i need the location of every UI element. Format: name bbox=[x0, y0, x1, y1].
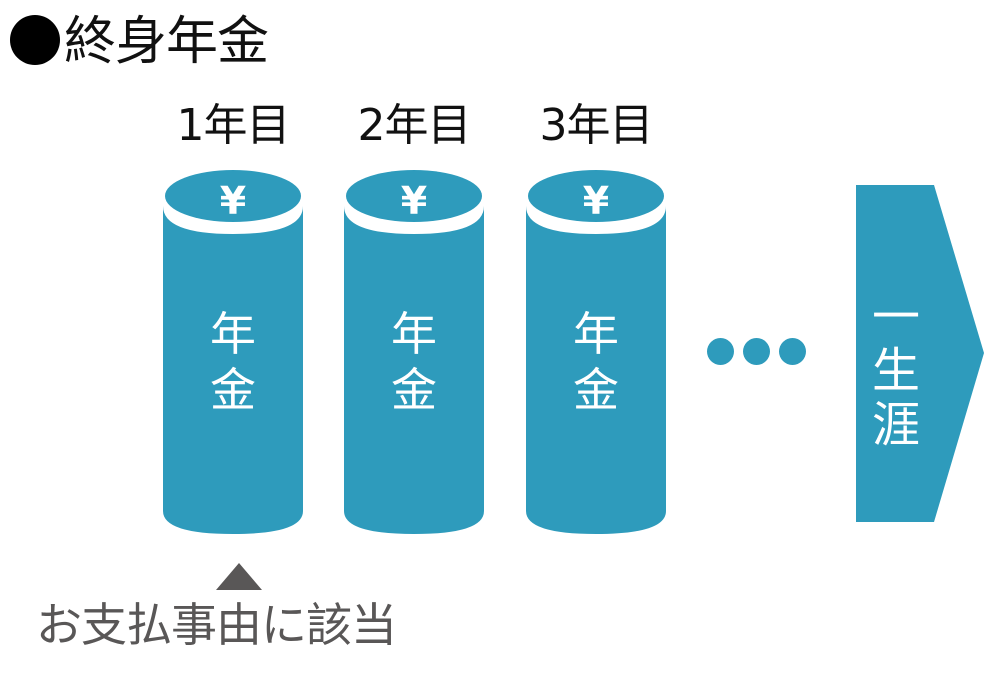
year-label-2: 2年目 bbox=[357, 100, 472, 151]
ellipsis-dots bbox=[707, 338, 806, 372]
pointer-up-icon bbox=[216, 563, 262, 590]
pension-cylinder-1: ¥ 年 金 bbox=[163, 166, 303, 536]
year-label-1: 1年目 bbox=[176, 100, 291, 151]
coin-stack-icon bbox=[163, 170, 303, 534]
lifetime-arrow: 一生涯 bbox=[856, 185, 986, 522]
coin-stack-icon bbox=[526, 170, 666, 534]
cylinder-label: 年 金 bbox=[573, 307, 619, 417]
yen-icon: ¥ bbox=[582, 179, 610, 223]
cylinder-label: 年 金 bbox=[210, 307, 256, 417]
yen-icon: ¥ bbox=[400, 179, 428, 223]
page-title: 終身年金 bbox=[10, 10, 269, 74]
arrow-label: 一生涯 bbox=[871, 289, 920, 453]
coin-stack-icon bbox=[344, 170, 484, 534]
yen-icon: ¥ bbox=[219, 179, 247, 223]
dot-icon bbox=[707, 338, 734, 365]
dot-icon bbox=[743, 338, 770, 365]
bullet-icon bbox=[10, 15, 60, 65]
title-text: 終身年金 bbox=[64, 12, 269, 72]
arrow-right-icon bbox=[856, 185, 984, 522]
pension-cylinder-3: ¥ 年 金 bbox=[526, 166, 666, 536]
payment-trigger-caption: お支払事由に該当 bbox=[36, 598, 397, 652]
pension-cylinder-2: ¥ 年 金 bbox=[344, 166, 484, 536]
cylinder-label: 年 金 bbox=[391, 307, 437, 417]
year-label-3: 3年目 bbox=[539, 100, 654, 151]
dot-icon bbox=[779, 338, 806, 365]
